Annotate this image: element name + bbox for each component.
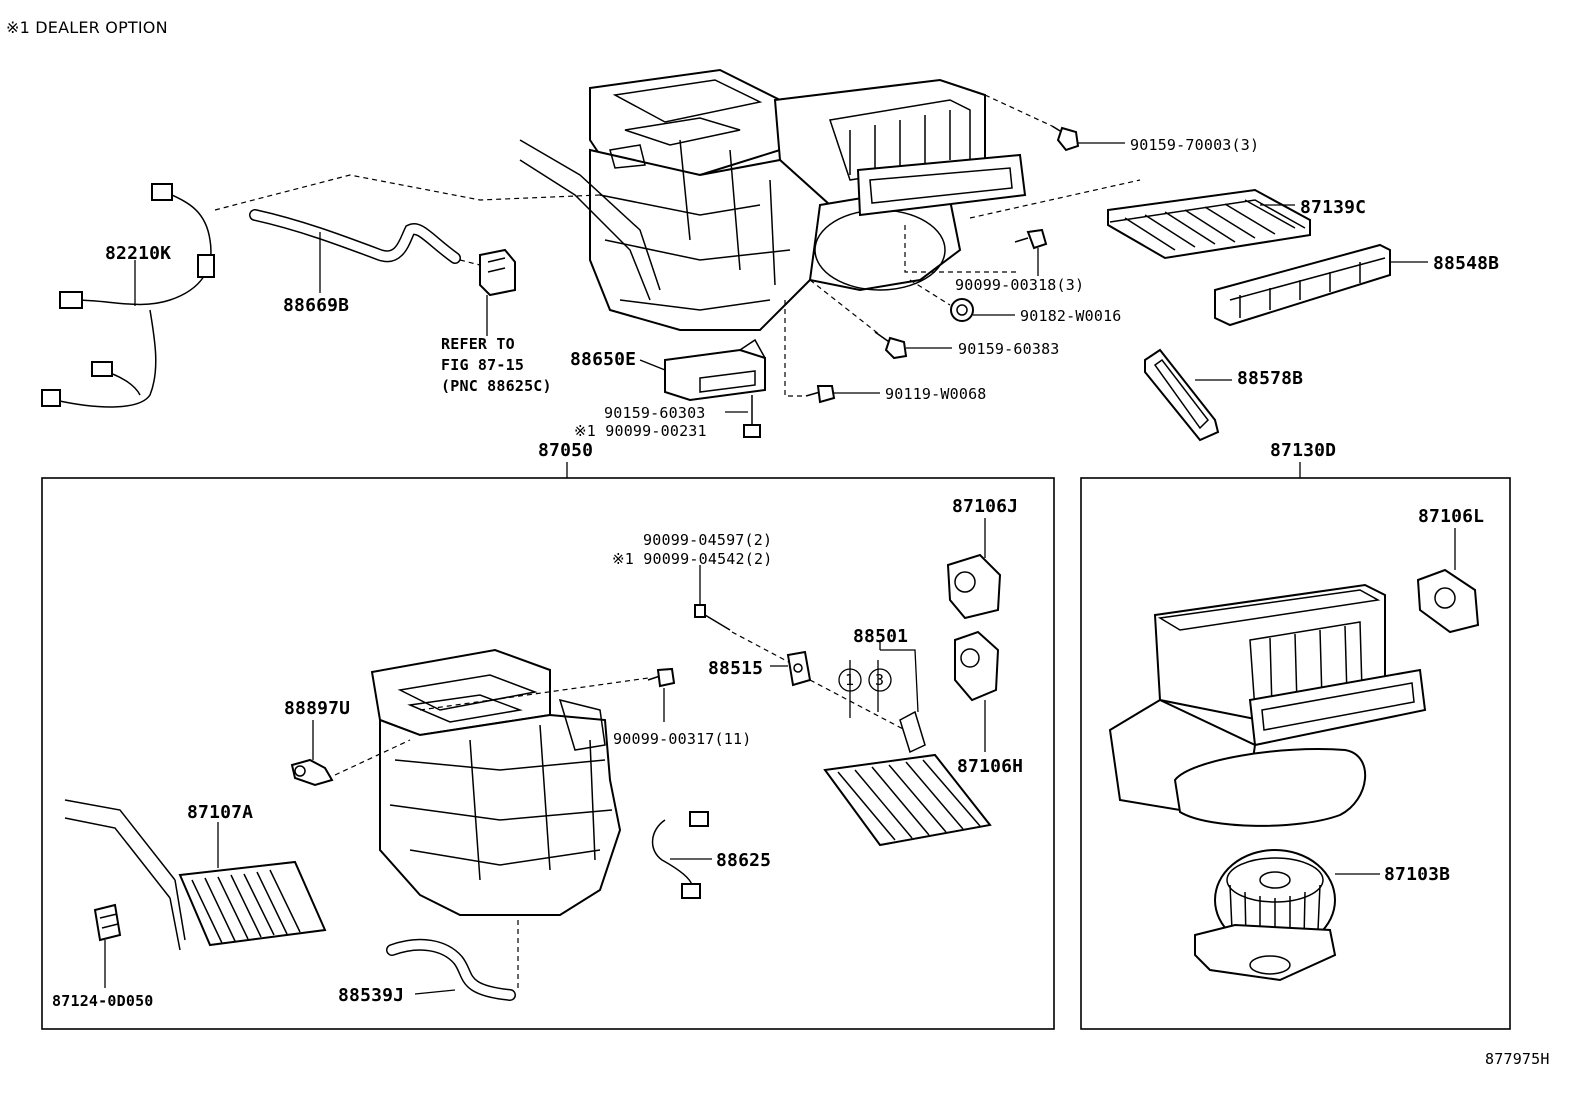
valve-88515 (786, 650, 812, 687)
label-87106j[interactable]: 87106J (952, 496, 1019, 517)
actuator-87106j (946, 553, 1002, 620)
label-90099-00317[interactable]: 90099-00317(11) (613, 730, 752, 748)
bolt-90159-60383 (874, 331, 908, 360)
clamp-87124-0d050 (93, 903, 122, 942)
label-88539j[interactable]: 88539J (338, 985, 405, 1006)
filter-87139c (1107, 188, 1311, 260)
label-82210k[interactable]: 82210K (105, 243, 172, 264)
heater-core-87107a (64, 799, 327, 951)
label-87103b[interactable]: 87103B (1384, 864, 1451, 885)
label-refer-line3[interactable]: (PNC 88625C) (441, 377, 552, 395)
gasket-88578b (1144, 348, 1220, 442)
label-87124-0d050[interactable]: 87124-0D050 (52, 992, 154, 1010)
dash-90099-00318 (904, 225, 1020, 273)
label-87050[interactable]: 87050 (538, 440, 594, 461)
sensor-88897u (290, 758, 334, 787)
label-87139c[interactable]: 87139C (1300, 197, 1367, 218)
cover-88548b (1214, 243, 1391, 327)
label-90159-60383[interactable]: 90159-60383 (958, 340, 1060, 358)
screw-90119-w0068 (805, 385, 836, 404)
bolt-90099-00318 (1014, 228, 1048, 250)
label-90119-w0068[interactable]: 90119-W0068 (885, 385, 987, 403)
figure-code: 877975H (1485, 1050, 1550, 1068)
assembly-box-87050 (41, 477, 1055, 1030)
label-refer-line2[interactable]: FIG 87-15 (441, 356, 525, 374)
dash-90119-w0068 (784, 300, 806, 397)
circle-label-3: 3 (875, 671, 885, 689)
actuator-87106h (954, 630, 1000, 702)
label-90182-w0016[interactable]: 90182-W0016 (1020, 307, 1122, 325)
label-88578b[interactable]: 88578B (1237, 368, 1304, 389)
wire-harness-82210k (41, 183, 215, 408)
label-88515[interactable]: 88515 (708, 658, 764, 679)
actuator-87106l (1416, 568, 1480, 634)
label-90099-04542[interactable]: ※1 90099-04542(2) (612, 550, 773, 568)
label-88548b[interactable]: 88548B (1433, 253, 1500, 274)
circle-callout-1 (838, 668, 862, 692)
label-87106h[interactable]: 87106H (957, 756, 1024, 777)
label-refer-line1: REFER TO (441, 335, 515, 353)
evaporator-88501 (823, 710, 992, 847)
label-88650e[interactable]: 88650E (570, 349, 637, 370)
label-87106l[interactable]: 87106L (1418, 506, 1485, 527)
hose-88669b (249, 209, 461, 264)
dash-90159-60383 (809, 279, 881, 336)
label-90099-00318[interactable]: 90099-00318(3) (955, 276, 1085, 294)
leader-88650e (639, 359, 666, 371)
label-90159-70003[interactable]: 90159-70003(3) (1130, 136, 1260, 154)
nut-90182-w0016 (950, 298, 974, 322)
module-88650e (664, 338, 766, 402)
label-90099-04597[interactable]: 90099-04597(2) (643, 531, 773, 549)
blower-motor-87103b (1194, 849, 1337, 982)
circle-callout-3 (868, 668, 892, 692)
label-87130d[interactable]: 87130D (1270, 440, 1337, 461)
label-87107a[interactable]: 87107A (187, 802, 254, 823)
dash-90099-00317 (419, 677, 649, 711)
label-90099-00231[interactable]: ※1 90099-00231 (574, 422, 707, 440)
label-88897u[interactable]: 88897U (284, 698, 351, 719)
dash-88669b (214, 174, 601, 211)
hose-88539j (386, 938, 516, 1001)
screw-90099-00317 (647, 667, 676, 688)
label-88501[interactable]: 88501 (853, 626, 909, 647)
dash-90159-70003 (984, 94, 1053, 127)
dash-90182 (909, 279, 951, 306)
leader-88539j (414, 989, 456, 995)
label-88669b[interactable]: 88669B (283, 295, 350, 316)
dash-88897u (334, 739, 411, 776)
label-90159-60303[interactable]: 90159-60303 (604, 404, 706, 422)
dash-87139c (969, 179, 1141, 219)
circle-label-1: 1 (845, 671, 855, 689)
bracket-88501 (880, 649, 919, 713)
connector-88625c (479, 248, 516, 297)
screw-90099-04597 (694, 604, 731, 631)
screw-90159-60303 (743, 395, 761, 438)
label-88625[interactable]: 88625 (716, 850, 772, 871)
assembly-box-87130d (1080, 477, 1511, 1030)
blower-case-87130d (1108, 583, 1427, 827)
harness-88625 (651, 811, 709, 899)
bolt-90159-70003 (1051, 125, 1080, 152)
dealer-option-note: ※1 DEALER OPTION (6, 18, 168, 37)
hvac-unit-top (519, 68, 1027, 331)
dash-88625c (459, 259, 481, 266)
heater-case-87050 (370, 648, 622, 916)
